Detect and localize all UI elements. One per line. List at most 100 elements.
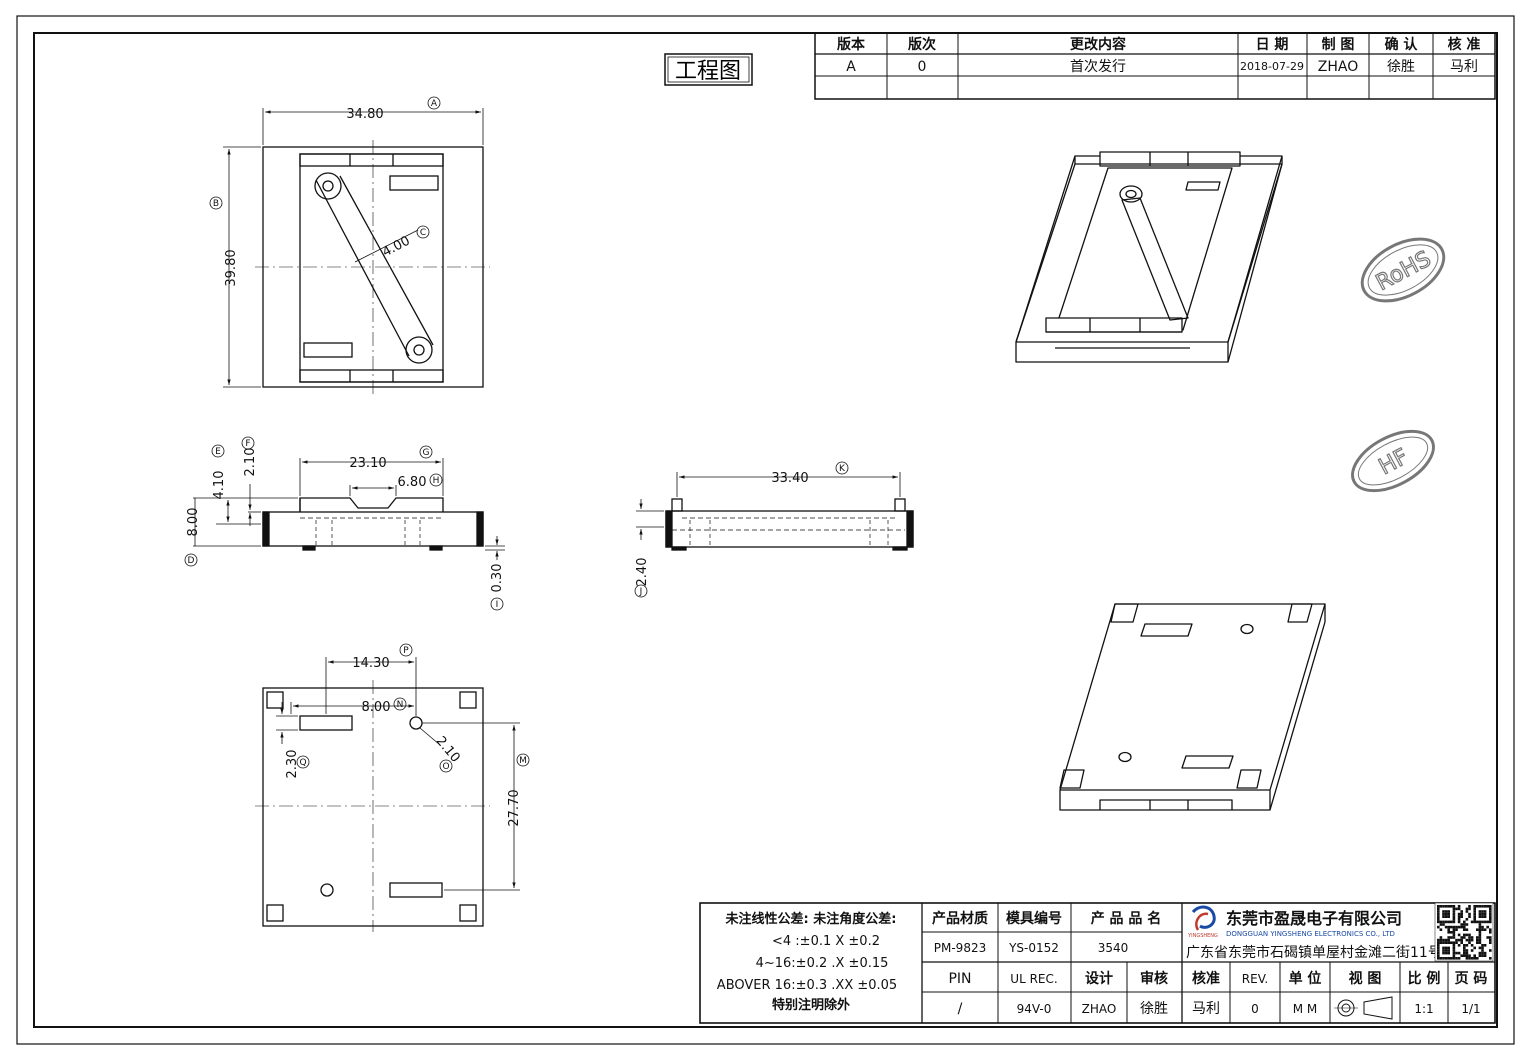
- unit-value: M M: [1293, 1002, 1318, 1016]
- tag-m: M: [519, 756, 527, 766]
- qr-module: [1450, 936, 1453, 939]
- qr-module: [1437, 949, 1440, 952]
- qr-module: [1447, 905, 1450, 908]
- qr-module: [1437, 941, 1440, 944]
- qr-module: [1460, 938, 1463, 942]
- review-label: 审核: [1140, 970, 1168, 987]
- inner-border: [33, 32, 1498, 1028]
- rev-cell-change: 首次发行: [1070, 59, 1126, 75]
- top-view-dims: [223, 108, 484, 388]
- qr-module: [1465, 910, 1469, 913]
- qr-module: [1437, 938, 1440, 942]
- front-view: [262, 497, 484, 551]
- qr-module: [1455, 928, 1458, 931]
- qr-module: [1447, 912, 1450, 916]
- rev-cell-drawn: ZHAO: [1318, 59, 1358, 75]
- qr-module: [1486, 925, 1489, 929]
- qr-module: [1452, 907, 1456, 911]
- outer-border: [16, 15, 1515, 1045]
- qr-module: [1465, 928, 1469, 931]
- qr-module: [1460, 915, 1463, 918]
- qr-module: [1457, 944, 1461, 947]
- qr-module: [1463, 946, 1466, 950]
- qr-module: [1444, 957, 1448, 960]
- qr-module: [1465, 923, 1469, 926]
- rev-cell-approve: 马利: [1450, 59, 1478, 75]
- qr-module: [1455, 951, 1458, 955]
- qr-module: [1470, 944, 1474, 947]
- qr-module: [1489, 907, 1492, 911]
- qr-module: [1457, 933, 1461, 937]
- qr-module: [1465, 933, 1469, 937]
- material-label: 产品材质: [932, 910, 988, 927]
- tag-c: C: [420, 228, 426, 238]
- qr-module: [1455, 925, 1458, 929]
- qr-module: [1439, 928, 1443, 931]
- qr-module: [1442, 920, 1445, 924]
- rev-header-date: 日 期: [1256, 37, 1289, 53]
- qr-module: [1463, 951, 1466, 955]
- qr-module: [1452, 951, 1456, 955]
- qr-module: [1452, 910, 1456, 913]
- tag-j: J: [639, 587, 643, 597]
- qr-module: [1465, 949, 1469, 952]
- qr-module: [1442, 905, 1445, 908]
- rev-header-confirm: 确 认: [1385, 36, 1419, 53]
- qr-module: [1447, 920, 1450, 924]
- qr-module: [1465, 918, 1469, 921]
- qr-module: [1447, 946, 1450, 950]
- dim-side-24: 2.40: [635, 558, 650, 587]
- top-view-tags: A B C: [209, 96, 441, 239]
- dim-bottom-23: 2.30: [285, 750, 300, 779]
- dim-height-label: 39.80: [224, 249, 239, 286]
- scale-label: 比 例: [1408, 970, 1441, 987]
- qr-module: [1473, 912, 1476, 916]
- qr-module: [1450, 905, 1453, 908]
- qr-module: [1476, 920, 1479, 924]
- qr-module: [1444, 951, 1448, 955]
- qr-module: [1465, 907, 1469, 911]
- rev-label: REV.: [1242, 972, 1268, 986]
- tag-i: I: [496, 600, 499, 610]
- side-view-tags: K J: [634, 461, 849, 598]
- qr-code-icon: [1434, 902, 1494, 962]
- company-name: 东莞市盈晟电子有限公司: [1226, 909, 1402, 928]
- qr-module: [1447, 925, 1450, 929]
- qr-module: [1442, 938, 1445, 942]
- tag-g: G: [423, 448, 430, 458]
- bottom-view-dims: [276, 657, 520, 891]
- qr-module: [1465, 944, 1469, 947]
- tolerance-note: 特别注明除外: [772, 997, 850, 1013]
- dim-width-label: 34.80: [346, 107, 383, 122]
- qr-module: [1442, 951, 1445, 955]
- qr-module: [1447, 951, 1450, 955]
- qr-module: [1452, 918, 1456, 921]
- rev-cell-edition: 0: [918, 59, 927, 75]
- qr-module: [1489, 941, 1492, 944]
- qr-module: [1452, 931, 1456, 934]
- qr-module: [1442, 923, 1445, 926]
- qr-module: [1463, 933, 1466, 937]
- qr-module: [1457, 907, 1461, 911]
- qr-module: [1450, 925, 1453, 929]
- qr-module: [1457, 920, 1461, 924]
- qr-module: [1460, 954, 1463, 957]
- qr-module: [1473, 907, 1476, 911]
- qr-module: [1439, 920, 1443, 924]
- qr-module: [1463, 949, 1466, 952]
- qr-module: [1473, 915, 1476, 918]
- qr-module: [1481, 951, 1484, 955]
- tolerance-line-2: 4~16:±0.2 .X ±0.15: [756, 956, 889, 971]
- mold-value: YS-0152: [1008, 941, 1059, 955]
- page-value: 1/1: [1461, 1002, 1480, 1016]
- qr-module: [1452, 954, 1456, 957]
- qr-module: [1452, 912, 1456, 916]
- qr-module: [1447, 938, 1450, 942]
- product-value: 3540: [1098, 941, 1129, 955]
- qr-module: [1452, 949, 1456, 952]
- qr-module: [1439, 905, 1443, 908]
- qr-module: [1478, 912, 1482, 916]
- qr-module: [1468, 954, 1471, 957]
- rev-header-version: 版本: [837, 36, 866, 53]
- qr-module: [1473, 957, 1476, 960]
